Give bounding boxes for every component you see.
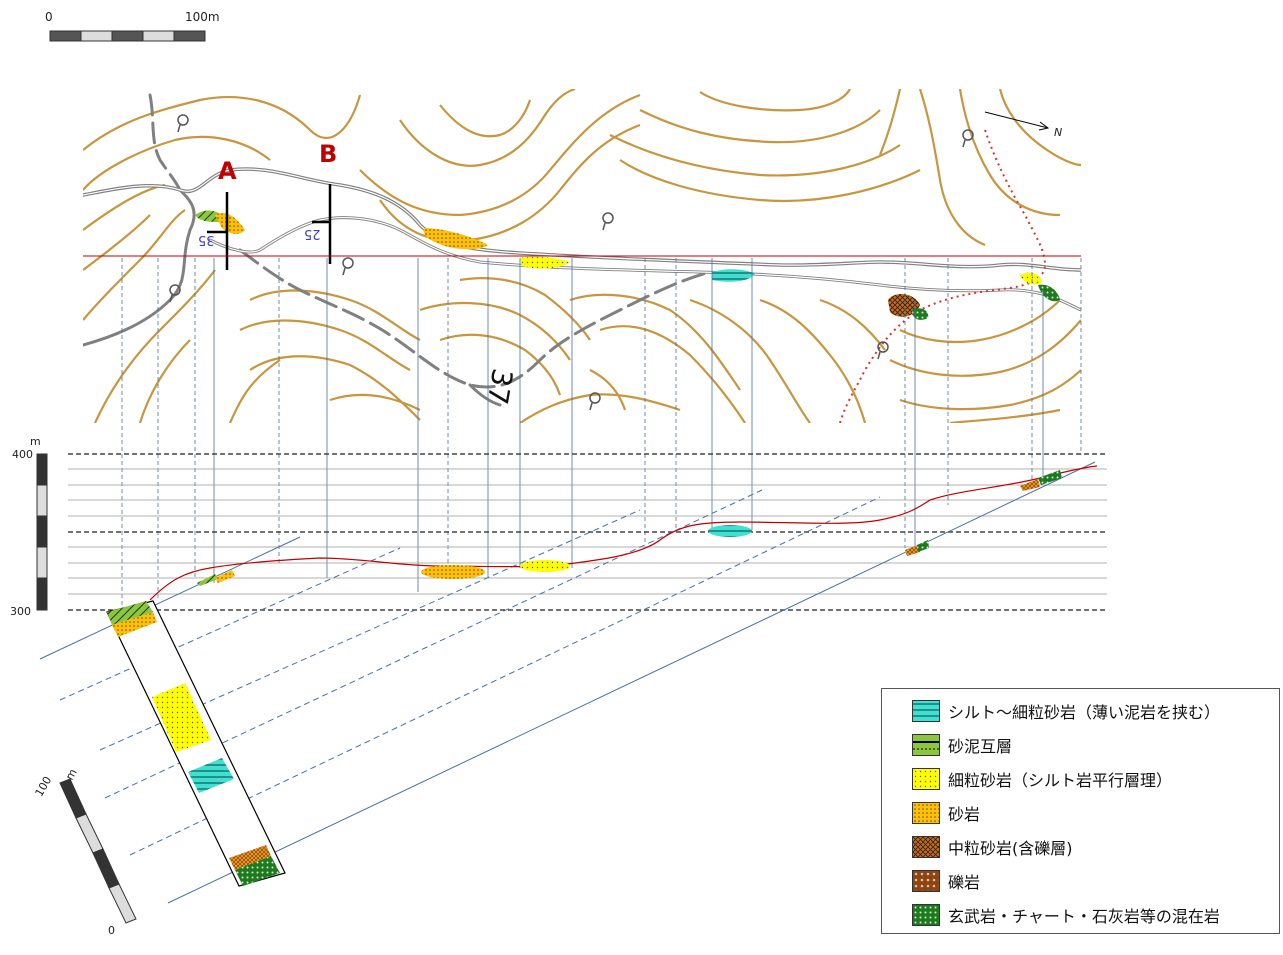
dip-label-b: 25	[304, 226, 321, 241]
legend-item-silt: シルト～細粒砂岩（薄い泥岩を挟む）	[912, 696, 1220, 726]
section-markers	[207, 184, 332, 270]
legend-label: 礫岩	[948, 873, 981, 892]
elevation-axis-bottom: 300	[10, 605, 31, 618]
elevation-major	[68, 453, 1107, 611]
projection-lines	[121, 258, 1082, 612]
hill-symbols	[169, 114, 974, 411]
elevation-axis-unit: m	[30, 435, 41, 448]
topographic-profile	[149, 465, 1098, 601]
north-label: N	[1054, 126, 1063, 139]
legend-label: 細粒砂岩（シルト岩平行層理）	[948, 771, 1173, 790]
bedding-lines	[39, 461, 1096, 904]
elevation-axis-top: 400	[12, 448, 33, 461]
legend-item-medium-sandstone: 中粒砂岩(含礫層)	[912, 832, 1073, 862]
legend-label: シルト～細粒砂岩（薄い泥岩を挟む）	[948, 703, 1221, 722]
map-number-label: 37	[480, 366, 520, 407]
contour-lines	[83, 89, 1081, 423]
conglomerate-swatch-icon	[912, 870, 940, 892]
cross-section	[36, 453, 1107, 924]
map-outcrops	[195, 210, 1060, 320]
section-label-b: B	[319, 140, 338, 168]
sandstone-swatch-icon	[912, 802, 940, 824]
legend-item-sandstone: 砂岩	[912, 798, 980, 828]
mixed-rock-swatch-icon	[912, 904, 940, 926]
legend-item-conglomerate: 礫岩	[912, 866, 980, 896]
sand-mud-swatch-icon	[912, 734, 940, 756]
legend: シルト～細粒砂岩（薄い泥岩を挟む） 砂泥互層 細粒砂岩（シルト岩平行層理） 砂岩…	[881, 688, 1280, 934]
legend-item-sand-mud: 砂泥互層	[912, 730, 1012, 760]
section-outcrops	[197, 470, 1062, 586]
legend-label: 砂泥互層	[948, 737, 1013, 756]
legend-item-fine-sandstone: 細粒砂岩（シルト岩平行層理）	[912, 764, 1172, 794]
silt-swatch-icon	[912, 700, 940, 722]
fine-sandstone-swatch-icon	[912, 768, 940, 790]
column-scale-bar	[59, 778, 137, 924]
scale-bar-end-label: 100m	[185, 10, 220, 24]
north-arrow	[984, 111, 1050, 131]
scale-bar	[49, 30, 206, 42]
topographic-map	[83, 89, 1081, 423]
legend-label: 砂岩	[948, 805, 981, 824]
dip-label-a: 35	[198, 232, 215, 247]
legend-label: 玄武岩・チャート・石灰岩等の混在岩	[948, 907, 1220, 926]
elevation-grid	[68, 468, 1107, 595]
column-section	[106, 600, 286, 887]
scale-bar-start-label: 0	[45, 10, 53, 24]
legend-item-mixed-rock: 玄武岩・チャート・石灰岩等の混在岩	[912, 900, 1220, 930]
medium-sandstone-swatch-icon	[912, 836, 940, 858]
trail	[839, 129, 1047, 423]
section-label-a: A	[218, 157, 237, 185]
elevation-axis-bar	[36, 453, 48, 611]
column-scale-bottom: 0	[108, 924, 115, 937]
legend-label: 中粒砂岩(含礫層)	[948, 839, 1073, 858]
